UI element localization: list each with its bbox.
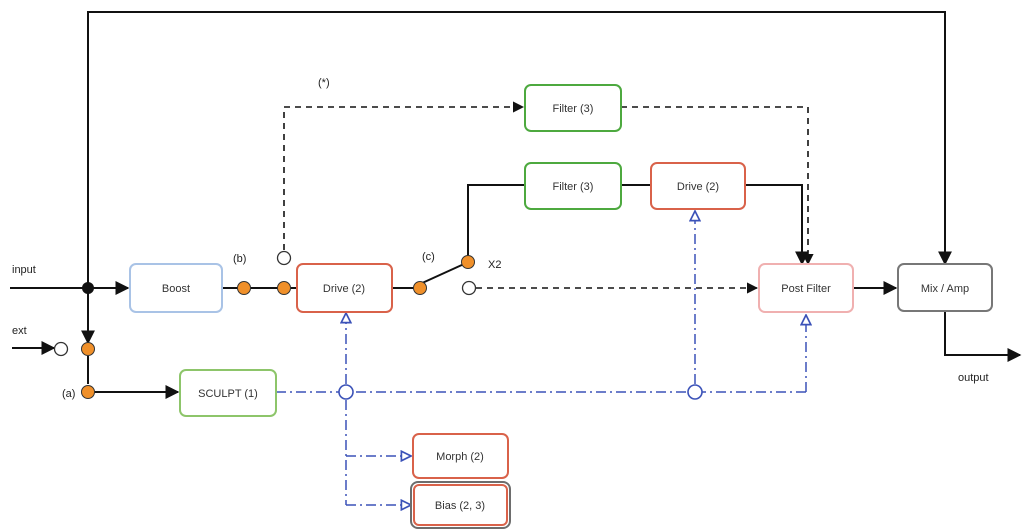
sculpt-label: SCULPT (1) <box>198 388 258 400</box>
mix-to-output-line <box>944 311 1022 362</box>
signal-lines <box>10 11 1022 399</box>
label-a: (a) <box>62 388 75 400</box>
x2-to-filter-line <box>467 184 527 260</box>
c-switch-line <box>419 263 465 285</box>
star-path-line <box>283 101 525 250</box>
filter-mid-block[interactable]: Filter (3) <box>524 162 622 210</box>
bypass-switch-node[interactable] <box>461 280 477 296</box>
boost-label: Boost <box>162 283 190 295</box>
output-label: output <box>958 372 989 384</box>
node-x2[interactable] <box>461 255 475 269</box>
input-junction-dot <box>82 282 94 294</box>
drive-to-postfilter-line <box>745 184 809 266</box>
morph-label: Morph (2) <box>436 451 484 463</box>
ext-switch-node[interactable] <box>53 341 69 357</box>
mix-amp-block[interactable]: Mix / Amp <box>897 263 993 312</box>
filter-top-block[interactable]: Filter (3) <box>524 84 622 132</box>
label-star: (*) <box>318 77 330 89</box>
mix-amp-label: Mix / Amp <box>921 283 969 295</box>
filter-top-label: Filter (3) <box>553 103 594 115</box>
sculpt-block[interactable]: SCULPT (1) <box>179 369 277 417</box>
label-x2: X2 <box>488 259 501 271</box>
boost-block[interactable]: Boost <box>129 263 223 313</box>
post-filter-label: Post Filter <box>781 283 831 295</box>
node-b-left[interactable] <box>237 281 251 295</box>
label-b: (b) <box>233 253 246 265</box>
bias-label: Bias (2, 3) <box>435 500 485 512</box>
ext-label: ext <box>12 325 27 337</box>
label-c: (c) <box>422 251 435 263</box>
node-c[interactable] <box>413 281 427 295</box>
dry-bypass-line <box>87 11 952 288</box>
star-switch-node[interactable] <box>276 250 292 266</box>
node-b-right[interactable] <box>277 281 291 295</box>
drive-mid-label: Drive (2) <box>677 181 719 193</box>
drive-main-block[interactable]: Drive (2) <box>296 263 393 313</box>
sidechain-node[interactable] <box>81 342 95 356</box>
filter-mid-label: Filter (3) <box>553 181 594 193</box>
dashed-lines <box>283 101 814 294</box>
drive-mid-block[interactable]: Drive (2) <box>650 162 746 210</box>
post-filter-block[interactable]: Post Filter <box>758 263 854 313</box>
nodes <box>53 250 703 400</box>
labels: input ext output (a) (b) (c) (*) X2 <box>12 77 989 400</box>
mod-junction-drive-mid <box>687 384 703 400</box>
filter-top-to-postfilter-line <box>621 106 814 266</box>
morph-block[interactable]: Morph (2) <box>412 433 509 479</box>
input-label: input <box>12 264 36 276</box>
node-a[interactable] <box>81 385 95 399</box>
bias-block[interactable]: Bias (2, 3) <box>410 481 511 529</box>
drive-main-label: Drive (2) <box>323 283 365 295</box>
modulation-lines <box>276 211 806 505</box>
mod-junction-drive <box>338 384 354 400</box>
